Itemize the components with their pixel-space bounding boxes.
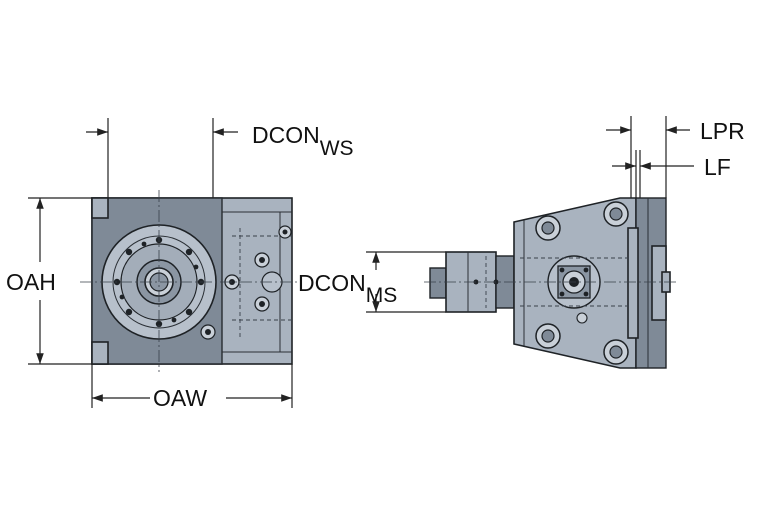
front-view bbox=[80, 190, 300, 372]
lf-dimension: LF bbox=[612, 150, 731, 198]
oah-label: OAH bbox=[6, 269, 56, 295]
oah-dimension: OAH bbox=[6, 197, 92, 365]
dcon-ws-dimension: DCONWS bbox=[86, 118, 354, 198]
lpr-dimension: LPR bbox=[606, 116, 745, 198]
side-view bbox=[424, 197, 676, 369]
dcon-ms-label: DCONMS bbox=[298, 270, 397, 307]
oaw-dimension: OAW bbox=[91, 364, 293, 411]
side-screws bbox=[535, 201, 629, 365]
side-shank-tip bbox=[429, 267, 447, 299]
dcon-ws-label: DCONWS bbox=[252, 122, 354, 160]
lf-label: LF bbox=[704, 154, 731, 180]
lpr-label: LPR bbox=[700, 118, 745, 144]
front-screws bbox=[200, 225, 292, 340]
oaw-label: OAW bbox=[153, 385, 207, 411]
dcon-ms-dimension: DCONMS bbox=[298, 251, 446, 313]
